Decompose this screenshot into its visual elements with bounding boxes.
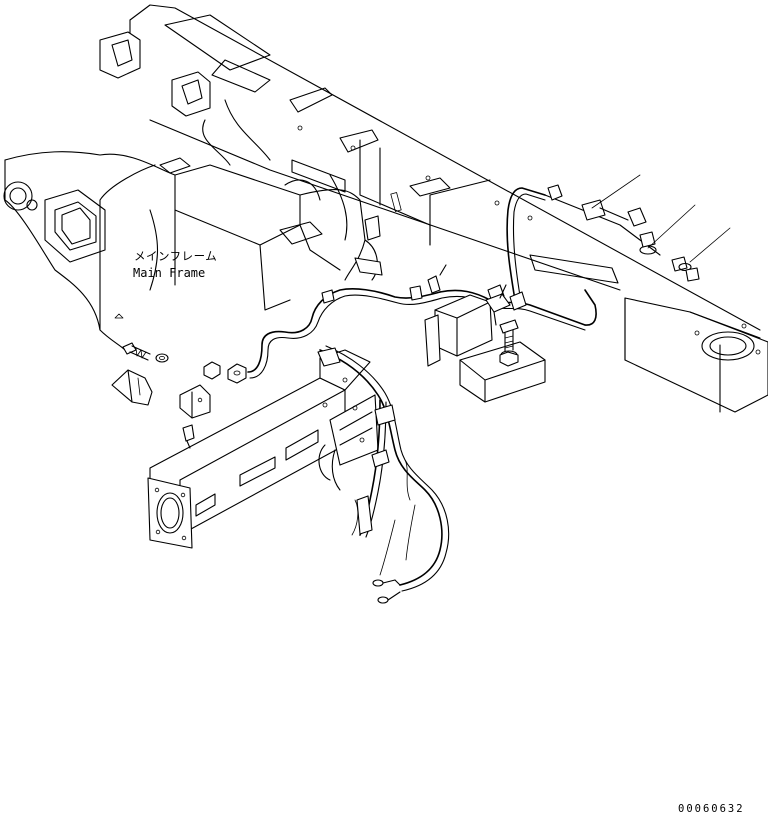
main-frame-label-jp: メインフレーム: [134, 249, 217, 263]
frame-fragments: [352, 460, 415, 575]
cross-member: [148, 350, 378, 548]
bolt-assembly: [112, 343, 246, 448]
drawing-number: 00060632: [678, 803, 745, 815]
main-frame-label-en: Main Frame: [133, 266, 205, 280]
main-frame-upper-beam: [100, 5, 768, 412]
wiring-harness: [248, 185, 699, 603]
leader-lines: [592, 175, 730, 262]
main-frame-left-body: [4, 100, 382, 350]
mounting-bracket: [425, 265, 545, 402]
